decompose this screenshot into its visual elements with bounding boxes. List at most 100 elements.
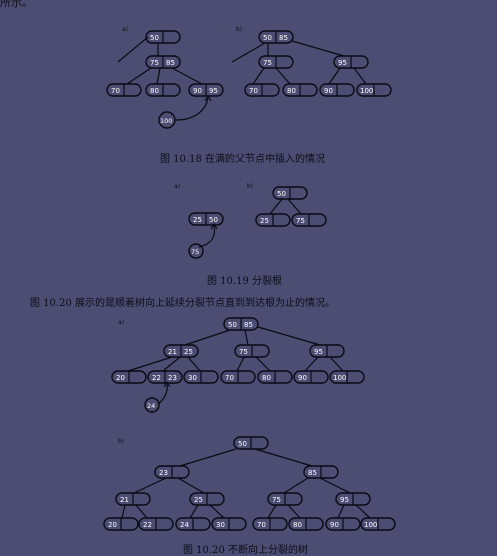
key: 50	[238, 440, 247, 448]
tree-node: 70	[220, 370, 256, 384]
key: 75	[263, 59, 272, 67]
paragraph-text: 图 10.20 展示的是顺着树向上延续分裂节点直到到达根为止的情况。	[30, 298, 335, 309]
key: 95	[340, 496, 349, 504]
fig-10-19-a: 25 50 75	[188, 212, 224, 259]
key: 80	[262, 374, 271, 382]
tree-node: 25 50	[188, 212, 224, 226]
key: 95	[209, 87, 218, 95]
fig-10-18-caption: 图 10.18 在满的父节点中插入的情况	[160, 154, 325, 165]
tree-node: 95	[333, 55, 369, 69]
tree-node: 21	[115, 492, 151, 506]
key: 80	[293, 521, 302, 529]
key: 75	[296, 217, 305, 225]
key: 22	[152, 374, 161, 382]
key: 70	[111, 87, 120, 95]
key: 50	[277, 190, 286, 198]
tree-node: 100	[356, 83, 392, 97]
key: 24	[147, 402, 155, 410]
tree-node: 25	[189, 492, 225, 506]
key: 50	[263, 34, 272, 42]
key: 100	[333, 374, 346, 382]
fig-10-20-caption: 图 10.20 不断向上分裂的树	[183, 545, 308, 556]
insert-node: 24	[144, 397, 160, 413]
fig-10-19-label-a: a)	[174, 183, 181, 190]
key: 75	[191, 248, 199, 256]
key: 90	[193, 87, 202, 95]
tree-node: 22	[138, 517, 174, 531]
tree-node: 90	[293, 370, 329, 384]
key: 25	[194, 496, 203, 504]
tree-node: 95	[309, 344, 345, 358]
key: 75	[272, 496, 281, 504]
key: 70	[249, 87, 258, 95]
tree-node: 75	[267, 492, 303, 506]
tree-node: 22 23	[147, 370, 183, 384]
fig-10-19-label-b: b)	[247, 183, 254, 190]
key: 75	[239, 348, 248, 356]
key: 85	[244, 321, 253, 329]
tree-node: 90	[325, 517, 361, 531]
tree-node: 80	[257, 370, 293, 384]
tree-node: 21 25	[163, 344, 199, 358]
tree-node: 50	[145, 30, 181, 44]
tree-node: 70	[252, 517, 288, 531]
key: 95	[338, 59, 347, 67]
tree-node: 90	[319, 83, 355, 97]
insert-node: 100	[158, 111, 176, 129]
key: 30	[188, 374, 197, 382]
tree-node: 20	[111, 370, 147, 384]
fig-10-20-label-a: a)	[118, 319, 125, 326]
key: 90	[330, 521, 339, 529]
tree-node: 100	[360, 517, 396, 531]
key: 50	[228, 321, 237, 329]
tree-node: 70	[106, 83, 142, 97]
fig-10-18-a: 50 75 85 70 80 90 95 100	[106, 30, 224, 129]
tree-node: 50 85	[223, 317, 259, 331]
tree-node: 100	[329, 370, 365, 384]
tree-node: 50	[233, 436, 269, 450]
top-text-fragment: 所示。	[0, 0, 33, 9]
key: 23	[159, 469, 168, 477]
key: 20	[116, 374, 125, 382]
key: 100	[364, 521, 377, 529]
tree-node: 90 95	[188, 83, 224, 97]
fig-10-18-label-b: b)	[236, 26, 243, 33]
tree-node: 70	[244, 83, 280, 97]
key: 85	[279, 34, 288, 42]
key: 25	[260, 217, 269, 225]
tree-node: 75	[291, 213, 327, 227]
tree-node: 50	[272, 186, 308, 200]
tree-node: 80	[288, 517, 324, 531]
key: 21	[168, 348, 177, 356]
key: 100	[160, 117, 172, 125]
fig-10-18-label-a: a)	[122, 26, 129, 33]
tree-node: 75	[234, 344, 270, 358]
key: 70	[225, 374, 234, 382]
key: 30	[216, 521, 225, 529]
tree-node: 80	[145, 83, 181, 97]
fig-10-20-b: 50 23 85 21 25 75 95	[103, 436, 396, 531]
key: 75	[150, 59, 159, 67]
key: 80	[287, 87, 296, 95]
key: 80	[150, 87, 159, 95]
key: 21	[120, 496, 129, 504]
tree-node: 30	[211, 517, 247, 531]
key: 22	[143, 521, 152, 529]
tree-node: 95	[335, 492, 371, 506]
key: 70	[257, 521, 266, 529]
key: 25	[193, 216, 202, 224]
key: 95	[314, 348, 323, 356]
insert-node: 75	[188, 243, 204, 259]
tree-node: 24	[175, 517, 211, 531]
tree-node: 50 85	[258, 30, 294, 44]
key: 85	[308, 469, 317, 477]
tree-node: 25	[255, 213, 291, 227]
tree-node: 75 85	[145, 55, 181, 69]
fig-10-19-b: 50 25 75	[255, 186, 327, 227]
tree-node: 30	[183, 370, 219, 384]
key: 24	[180, 521, 189, 529]
fig-10-20-a: 50 85 21 25 75 95 20 22 23	[111, 317, 365, 413]
key: 25	[184, 348, 193, 356]
key: 90	[298, 374, 307, 382]
